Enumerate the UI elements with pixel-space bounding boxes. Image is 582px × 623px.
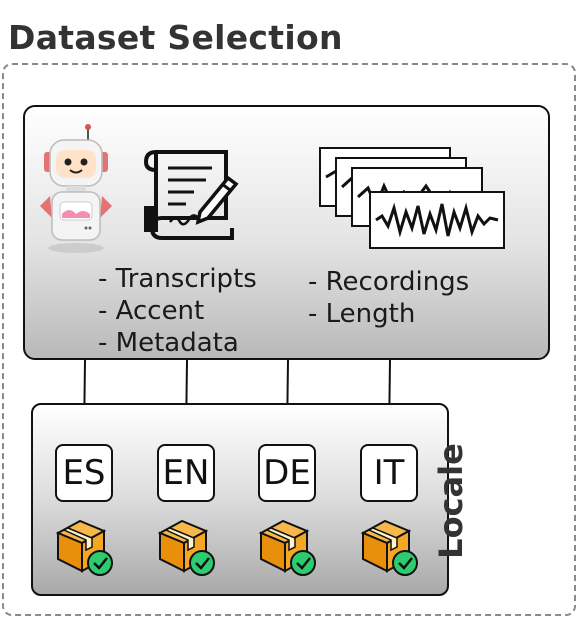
feature-item: - Metadata (98, 328, 239, 358)
feature-item: - Length (308, 299, 416, 329)
locale-code-de: DE (258, 444, 316, 502)
package-check-icon (360, 519, 418, 576)
locale-code-en: EN (157, 444, 215, 502)
locale-label: Locale (432, 443, 470, 559)
dataset-selection-frame (2, 63, 576, 616)
package-check-icon (258, 519, 316, 576)
package-check-icon (157, 519, 215, 576)
locale-code-it: IT (360, 444, 418, 502)
recording-feature-list: - Recordings - Length (308, 266, 469, 330)
audio-waveform-stack-icon (319, 147, 505, 249)
diagram-title: Dataset Selection (8, 18, 343, 57)
package-check-icon (55, 519, 113, 576)
locale-code-es: ES (55, 444, 113, 502)
document-signature-icon (143, 150, 239, 240)
feature-item: - Accent (98, 296, 205, 326)
feature-item: - Transcripts (98, 264, 257, 294)
feature-item: - Recordings (308, 267, 470, 297)
transcript-feature-list: - Transcripts - Accent - Metadata (98, 263, 257, 359)
robot-icon (40, 124, 112, 253)
